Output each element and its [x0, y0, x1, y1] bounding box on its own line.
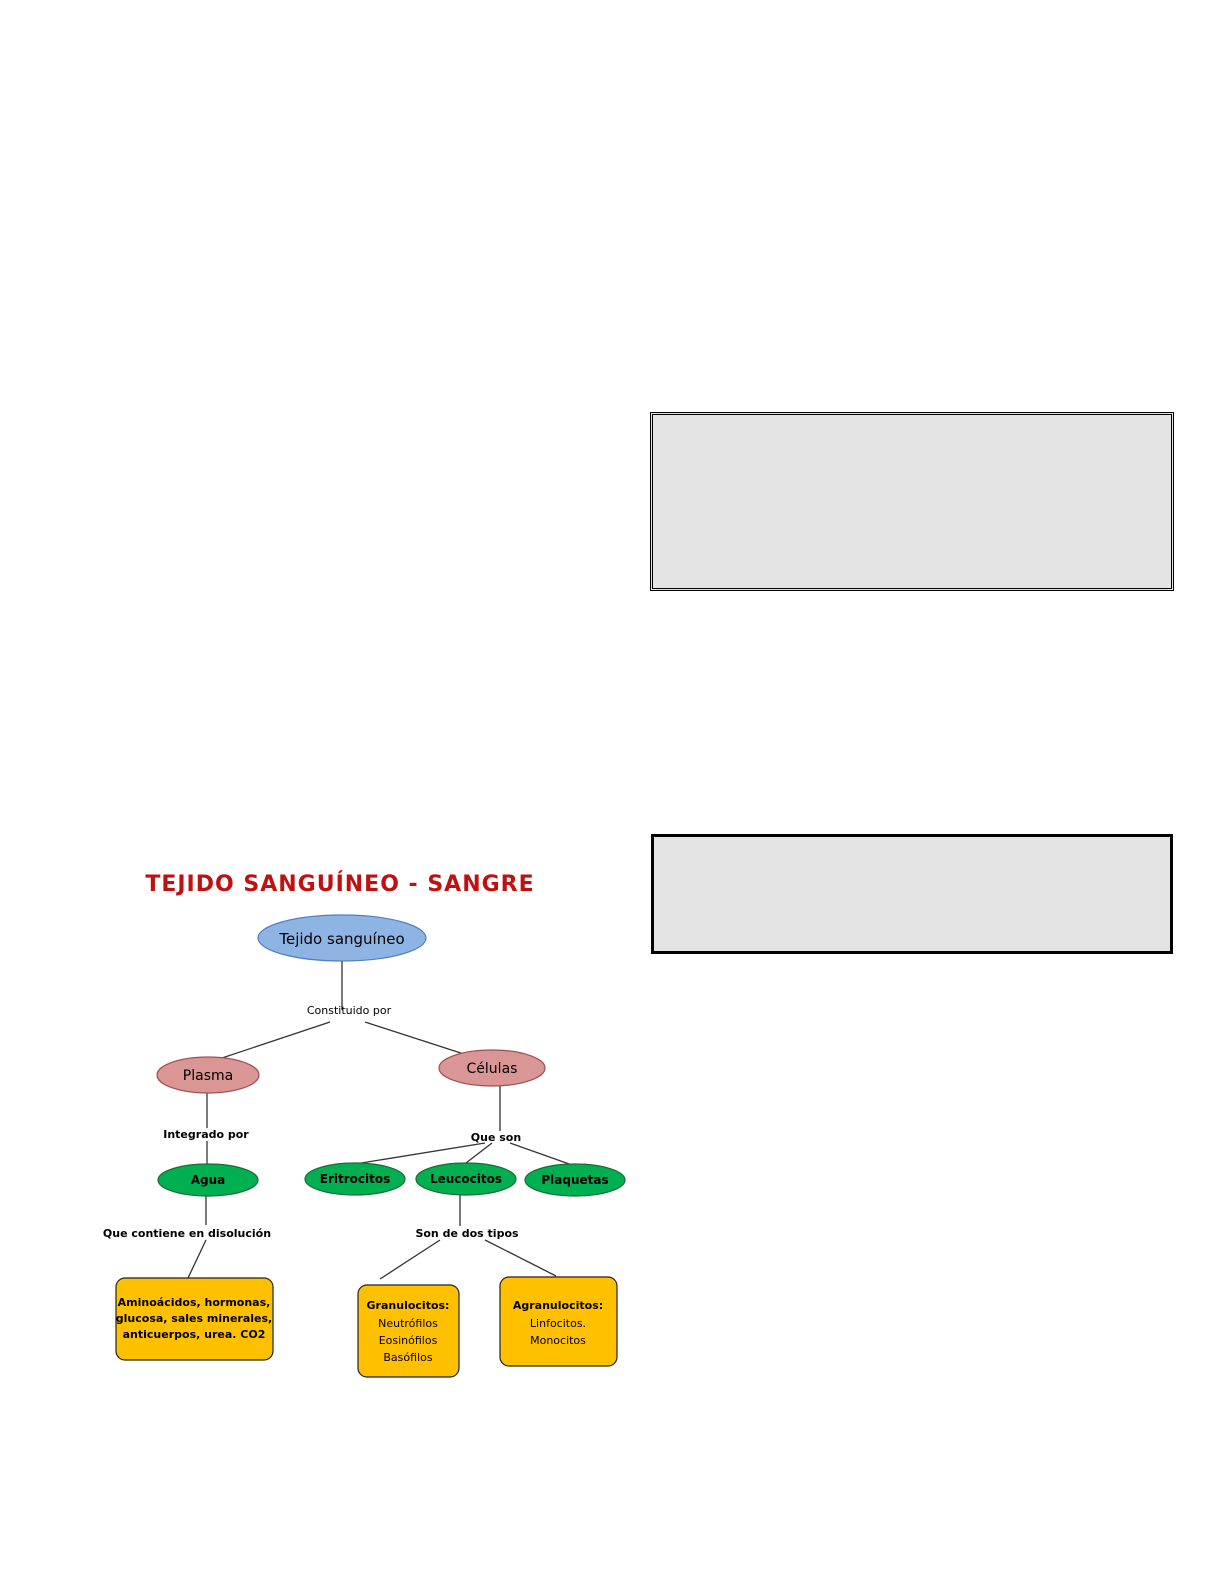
agranulocytes-item: Monocitos: [530, 1334, 586, 1347]
node-water-label: Agua: [191, 1173, 226, 1187]
node-erythrocytes: Eritrocitos: [304, 1162, 406, 1196]
node-root-shape: [257, 914, 427, 962]
node-plasma-shape: [156, 1056, 260, 1094]
node-plasma-label: Plasma: [183, 1068, 233, 1084]
solutes-line: anticuerpos, urea. CO2: [123, 1328, 266, 1341]
answer-box-bottom: [651, 834, 1173, 954]
node-plasma: Plasma: [156, 1056, 260, 1094]
node-cells: Células: [438, 1049, 546, 1087]
link-label-constituted: Constituido por: [307, 1004, 392, 1017]
connector-to-erythrocytes: [354, 1142, 486, 1165]
granulocytes-item: Basófilos: [383, 1351, 432, 1364]
link-label-contains: Que contiene en disolución: [103, 1227, 271, 1240]
granulocytes-item: Eosinófilos: [379, 1334, 438, 1347]
node-agranulocytes: Agranulocitos: Linfocitos. Monocitos: [499, 1276, 618, 1367]
connector-to-leukocytes: [465, 1142, 493, 1164]
connector-to-plasma: [209, 1021, 331, 1063]
link-label-are: Que son: [471, 1131, 521, 1144]
solutes-line: glucosa, sales minerales,: [116, 1312, 272, 1325]
node-granulocytes: Granulocitos: Neutrófilos Eosinófilos Ba…: [357, 1284, 460, 1378]
node-platelets-label: Plaquetas: [541, 1173, 608, 1187]
concept-map-title: TEJIDO SANGUÍNEO - SANGRE: [145, 872, 535, 897]
granulocytes-title: Granulocitos:: [367, 1299, 450, 1312]
node-erythrocytes-shape: [304, 1162, 406, 1196]
node-root-label: Tejido sanguíneo: [278, 930, 404, 948]
agranulocytes-item: Linfocitos.: [530, 1317, 586, 1330]
node-agranulocytes-shape: [499, 1276, 618, 1367]
link-label-integrated: Integrado por: [163, 1128, 249, 1141]
connectors: [187, 960, 573, 1280]
connector-to-solutes: [187, 1239, 207, 1279]
node-platelets: Plaquetas: [524, 1163, 626, 1197]
node-solutes: Aminoácidos, hormonas, glucosa, sales mi…: [115, 1277, 274, 1361]
node-cells-shape: [438, 1049, 546, 1087]
node-erythrocytes-label: Eritrocitos: [320, 1172, 390, 1186]
connector-to-cells: [364, 1021, 471, 1057]
connector-to-granulocytes: [379, 1239, 441, 1280]
node-cells-label: Células: [467, 1061, 518, 1077]
connector-to-agranulocytes: [484, 1239, 557, 1277]
agranulocytes-title: Agranulocitos:: [513, 1299, 603, 1312]
node-leukocytes-shape: [415, 1162, 517, 1196]
solutes-line: Aminoácidos, hormonas,: [118, 1296, 271, 1309]
connector-to-platelets: [509, 1142, 573, 1166]
node-water-shape: [157, 1163, 259, 1197]
node-leukocytes-label: Leucocitos: [430, 1172, 502, 1186]
node-granulocytes-shape: [357, 1284, 460, 1378]
node-solutes-shape: [115, 1277, 274, 1361]
granulocytes-item: Neutrófilos: [378, 1317, 438, 1330]
node-leukocytes: Leucocitos: [415, 1162, 517, 1196]
node-water: Agua: [157, 1163, 259, 1197]
node-root: Tejido sanguíneo: [257, 914, 427, 962]
link-label-types: Son de dos tipos: [415, 1227, 519, 1240]
node-platelets-shape: [524, 1163, 626, 1197]
answer-box-top: [650, 412, 1174, 591]
